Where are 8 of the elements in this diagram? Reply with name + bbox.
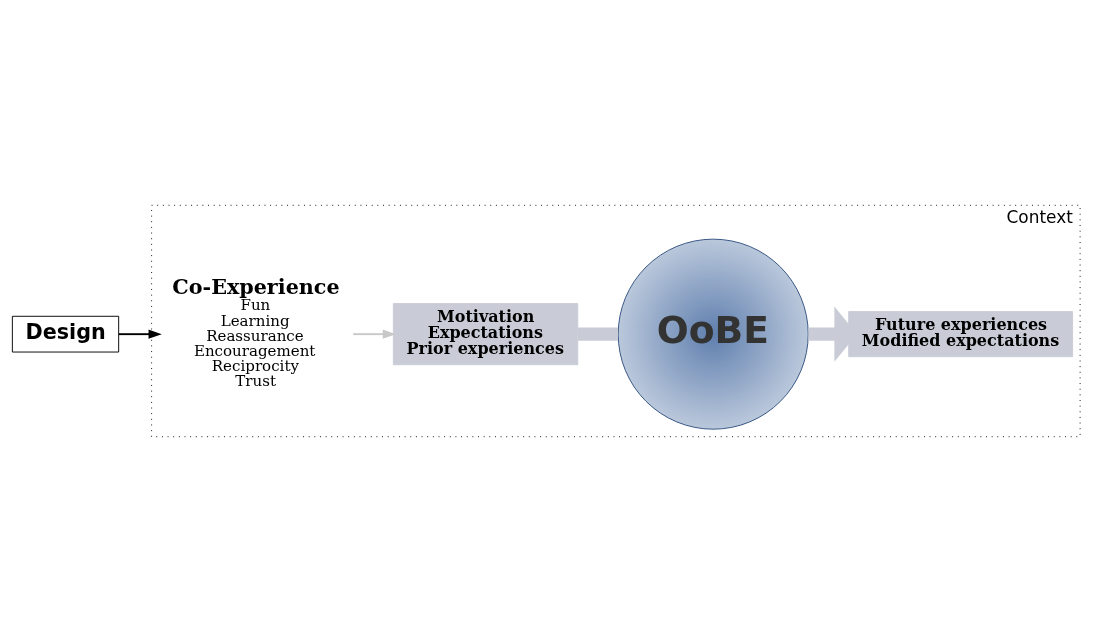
node-box: Design (11, 315, 120, 353)
node-circle: OoBE (617, 238, 809, 430)
node-box: Motivation Expectations Prior experiences (392, 303, 579, 366)
arrow (352, 329, 396, 339)
node-box: Future experiences Modified expectations (848, 311, 1074, 358)
connector (578, 327, 619, 341)
arrow (117, 329, 162, 339)
node-text: Co-Experience Fun Learning Reassurance Encouragement Reciprocity Trust (172, 275, 340, 390)
